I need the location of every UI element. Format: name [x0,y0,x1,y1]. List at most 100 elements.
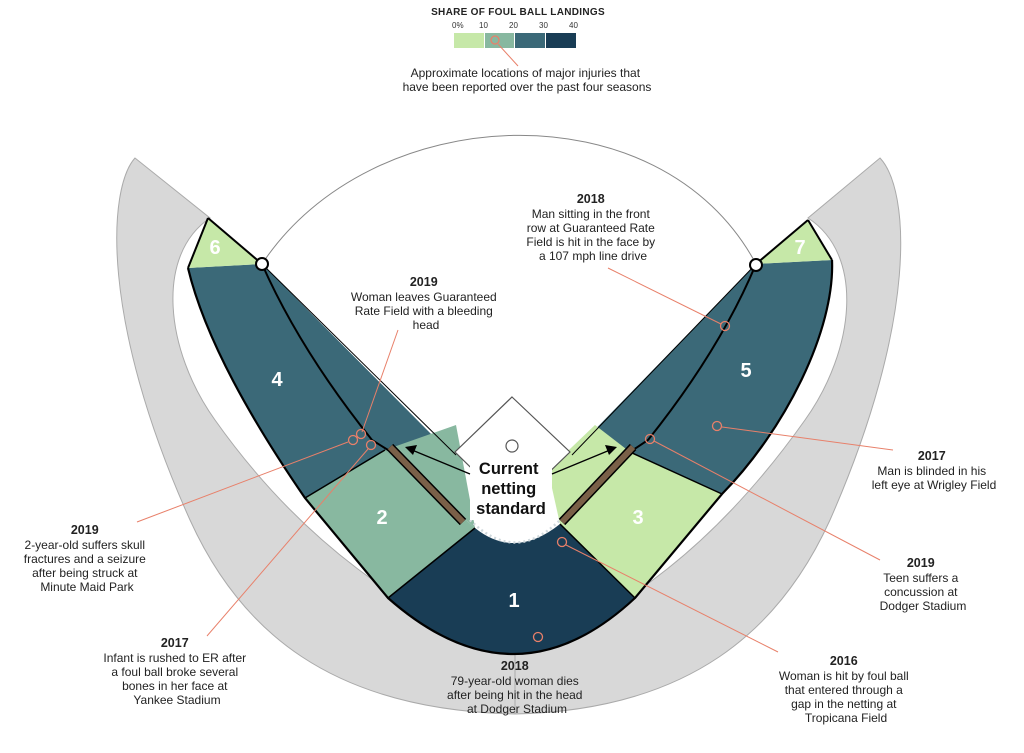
annotation-line: row at Guaranteed Rate [527,221,655,235]
stands-left [116,157,516,715]
legend: SHARE OF FOUL BALL LANDINGS 0% 10 20 30 … [403,7,652,94]
annotation-year: 2017 [918,449,946,463]
foul-pole-right [749,258,763,272]
section-4 [188,264,442,498]
injury-markers [136,267,894,653]
legend-tick: 10 [479,21,488,30]
annotation-line: Woman leaves Guaranteed [351,290,497,304]
netting-arrowhead-left [405,445,417,455]
section-2 [305,450,475,598]
injury-marker [711,420,723,432]
legend-swatch [546,33,576,48]
annotation-year: 2018 [501,659,529,673]
netting-arrow-right [551,449,611,475]
legend-tick: 0% [452,21,464,30]
section-label: 2 [376,507,387,529]
legend-swatch [515,33,545,48]
annotation-line: Infant is rushed to ER after [103,651,246,665]
injury-marker [347,434,359,446]
section-label: 1 [508,590,519,612]
leader-line [206,448,369,637]
section-3 [560,452,722,598]
annotation-line: after being struck at [32,566,138,580]
section-divider [304,449,386,499]
annotation-line: 2-year-old suffers skull [25,538,146,552]
section-divider [755,219,809,265]
annotation-line: at Dodger Stadium [467,702,567,716]
annotation-line: Rate Field with a bleeding [355,304,493,318]
netting-left [387,444,466,525]
annotation: 2019 2-year-old suffers skull fractures … [24,521,151,594]
baseline [261,263,457,456]
section-divider [807,219,833,261]
legend-swatch [454,33,484,48]
annotation: 2019 Woman leaves Guaranteed Rate Field … [351,273,501,332]
foul-pole-left [255,257,269,271]
section-divider [387,527,476,599]
leader-line [136,441,349,523]
section-label: 3 [632,507,643,529]
annotation-year: 2016 [830,654,858,668]
annotation-line: head [413,318,440,332]
section-divider [207,217,263,265]
injury-marker [532,631,544,643]
legend-leader-line [497,43,519,67]
injury-marker [719,320,731,332]
annotation-year: 2019 [71,523,99,537]
netting-dotted-arc [469,519,561,544]
annotation-line: bones in her face at [122,679,228,693]
annotation-line: Field is hit in the face by [526,235,655,249]
injury-marker [556,536,568,548]
legend-note: Approximate locations of major injuries … [403,66,652,94]
leader-line [721,426,894,451]
annotation-line: gap in the netting at [791,697,897,711]
section-7 [756,220,832,264]
annotation-line: Teen suffers a [883,571,958,585]
netting-label-line: Current [479,460,539,478]
pitchers-mound [505,439,519,453]
annotation-line: 79-year-old woman dies [451,674,579,688]
annotation: 2016 Woman is hit by foul ball that ente… [779,652,913,725]
legend-tick: 40 [569,21,578,30]
annotation-year: 2017 [161,636,189,650]
annotation-line: Dodger Stadium [880,599,967,613]
annotation-line: concussion at [884,585,958,599]
netting-arrow-left [411,449,471,475]
annotation: 2017 Infant is rushed to ER after a foul… [103,634,250,707]
annotation-line: Tropicana Field [805,711,887,725]
legend-title: SHARE OF FOUL BALL LANDINGS [431,7,605,18]
annotation-line: Man sitting in the front [532,207,651,221]
section-divider [261,263,389,451]
section-label: 4 [271,369,283,391]
annotation: 2017 Man is blinded in his left eye at W… [872,447,997,492]
legend-note-line: Approximate locations of major injuries … [411,66,641,80]
legend-note-line: have been reported over the past four se… [403,80,652,94]
annotation-line: Man is blinded in his [877,464,986,478]
stands-right [514,157,902,715]
annotation-line: Woman is hit by foul ball [779,669,909,683]
injury-marker [644,433,656,445]
netting-right [559,444,636,525]
section-6 [188,218,262,268]
annotation-line: left eye at Wrigley Field [872,478,997,492]
annotation: 2018 Man sitting in the front row at Gua… [526,190,659,263]
leader-line [565,544,779,653]
section-2-inner [385,425,475,528]
section-label: 6 [209,237,220,259]
baseline [571,263,757,456]
netting-arrowhead-right [605,445,617,455]
annotation: 2018 79-year-old woman dies after being … [447,657,587,716]
annotation-line: Yankee Stadium [133,693,220,707]
section-label: 5 [740,360,751,382]
injury-marker [355,428,367,440]
annotation-year: 2019 [907,556,935,570]
section-1 [388,524,635,654]
annotation-line: a foul ball broke several [111,665,238,679]
annotation-line: Minute Maid Park [40,580,134,594]
leader-line [653,440,881,561]
annotation: 2019 Teen suffers a concussion at Dodger… [880,554,967,613]
annotation-year: 2018 [577,192,605,206]
netting-label-line: netting [481,480,536,498]
section-divider [629,263,757,453]
